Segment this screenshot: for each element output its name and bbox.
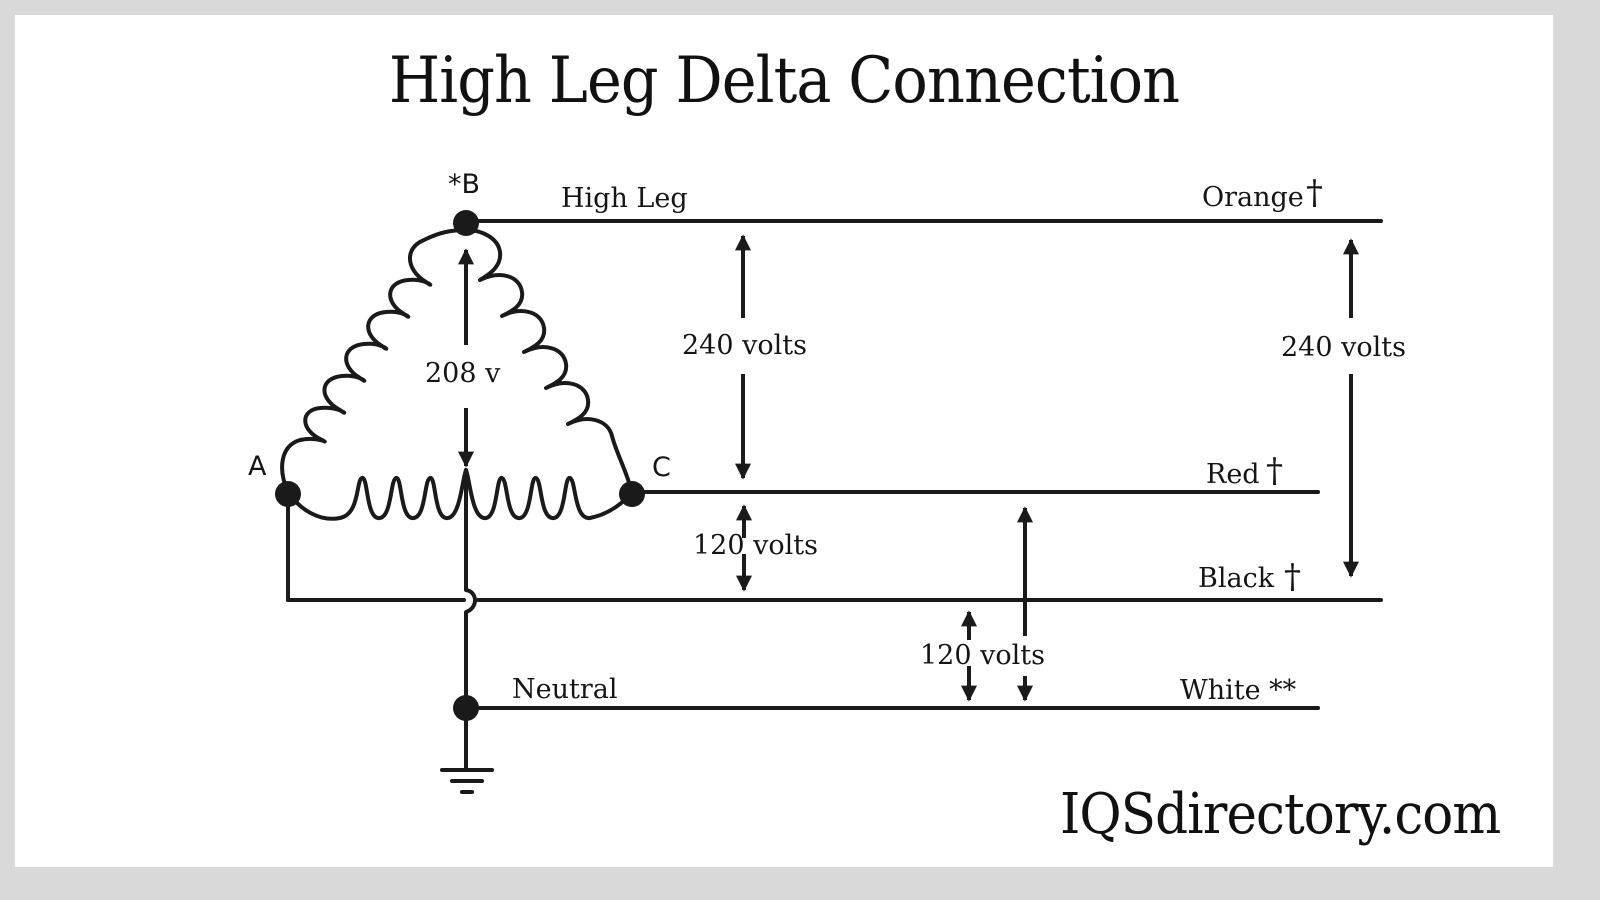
voltage-208-label: 208 v <box>425 358 501 389</box>
white-label: White ** <box>1180 675 1297 706</box>
red-dagger: † <box>1266 451 1283 491</box>
orange-label: Orange <box>1202 182 1304 213</box>
coil-a-b <box>280 228 468 494</box>
orange-dagger: † <box>1306 173 1323 213</box>
diagram-title: High Leg Delta Connection <box>388 44 1180 118</box>
node-b-dot <box>453 210 479 236</box>
voltage-240-left-label: 240 volts <box>682 330 807 361</box>
coil-a-c <box>286 468 634 521</box>
neutral-label: Neutral <box>512 674 617 705</box>
voltage-120-upper-label: 120 volts <box>693 530 818 561</box>
node-a-dot <box>275 481 301 507</box>
watermark-logo: IQSdirectory.com <box>1060 782 1501 847</box>
black-dagger: † <box>1284 557 1301 597</box>
node-c-dot <box>619 481 645 507</box>
node-neutral-dot <box>453 695 479 721</box>
node-a-label: A <box>248 451 267 482</box>
high-leg-label: High Leg <box>561 183 688 214</box>
diagram-card <box>15 15 1553 867</box>
center-tap-wire <box>464 468 477 772</box>
voltage-120-lower-label: 120 volts <box>920 640 1045 671</box>
node-b-label: *B <box>448 169 480 200</box>
black-label: Black <box>1198 563 1275 594</box>
node-c-label: C <box>652 452 671 483</box>
voltage-240-right-label: 240 volts <box>1281 332 1406 363</box>
red-label: Red <box>1206 459 1260 490</box>
coil-b-c <box>464 228 634 494</box>
